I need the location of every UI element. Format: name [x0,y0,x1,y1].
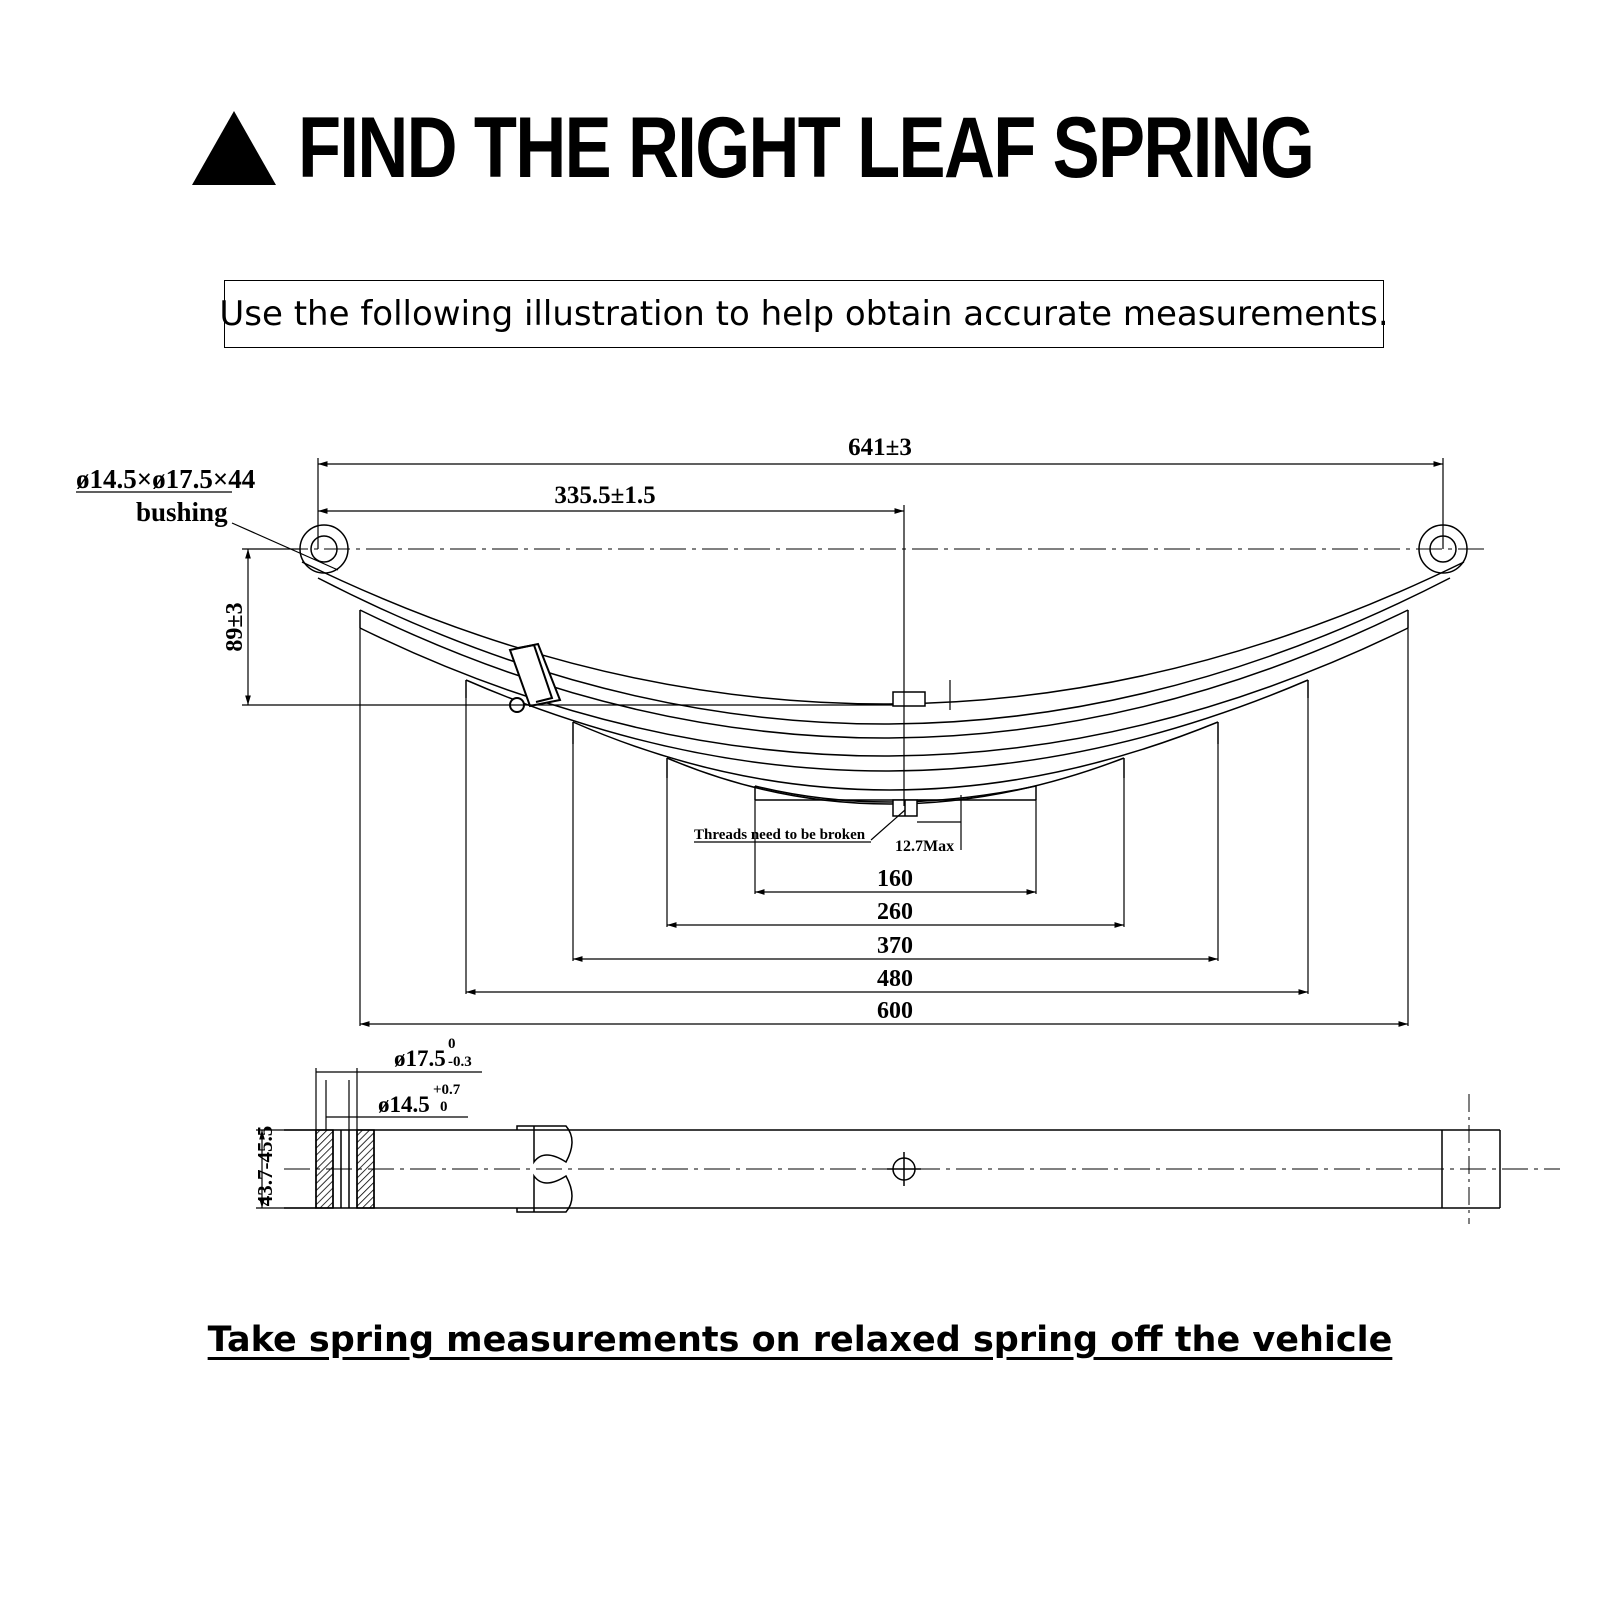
intro-instruction: Use the following illustration to help o… [219,280,1389,348]
clip-top-view [516,1125,573,1213]
outer-tol-lower: -0.3 [448,1054,472,1070]
top-view-labels: ø17.5 0 -0.3 ø14.5 +0.7 0 43.7-45.5 [253,1036,472,1206]
leaf-length-extensions [359,628,1409,1026]
bolt-max-label: 12.7Max [895,838,954,855]
bolt-max-dimension [694,680,962,850]
bushing-size-label: ø14.5×ø17.5×44 [76,464,255,494]
thread-note-label: Threads need to be broken [694,827,866,843]
leaf-160 [754,785,1037,803]
inner-diameter-label: ø14.5 [378,1092,430,1117]
leaf-length-label-4: 600 [877,998,913,1024]
side-view-labels: 641±3 335.5±1.5 ø14.5×ø17.5×44 bushing 8… [76,434,954,1024]
leaf-length-dimensions [360,889,1408,1027]
top-view [256,1068,1560,1224]
leaf-260 [666,757,1125,805]
page-title: FIND THE RIGHT LEAF SPRING [298,99,1315,196]
bushing-label: bushing [136,497,228,527]
arch-height-label: 89±3 [222,602,248,651]
main-leaf [301,561,1465,705]
leaf-600 [359,609,1409,739]
center-hole [887,1152,921,1186]
overall-length-dimension [317,458,1444,806]
leaf-length-label-0: 160 [877,866,913,892]
page-heading: FIND THE RIGHT LEAF SPRING [0,98,1600,198]
center-offset-label: 335.5±1.5 [554,482,655,509]
outer-diameter-label: ø17.5 [394,1046,446,1071]
arch-height-dimension [242,548,893,706]
leaf-length-label-1: 260 [877,899,913,925]
overall-length-label: 641±3 [848,434,912,461]
leaf-370 [572,721,1219,791]
rebound-clip [508,642,562,713]
leaf-480 [465,679,1309,772]
outer-tol-upper: 0 [448,1036,456,1052]
footer-note: Take spring measurements on relaxed spri… [0,1320,1600,1360]
footer-note-text: Take spring measurements on relaxed spri… [207,1320,1393,1360]
main-leaf-lower [317,577,1451,725]
inner-tol-lower: 0 [440,1099,448,1115]
top-view-dimensions [256,1068,482,1209]
bushing-section [315,1129,375,1209]
inner-tol-upper: +0.7 [433,1082,461,1098]
leaf-length-label-3: 480 [877,966,913,992]
side-view [76,458,1488,1027]
center-bolt [892,691,926,817]
width-label: 43.7-45.5 [253,1126,277,1207]
leaf-length-label-2: 370 [877,933,913,959]
triangle-icon [192,111,276,185]
bushing-leader [231,522,339,571]
